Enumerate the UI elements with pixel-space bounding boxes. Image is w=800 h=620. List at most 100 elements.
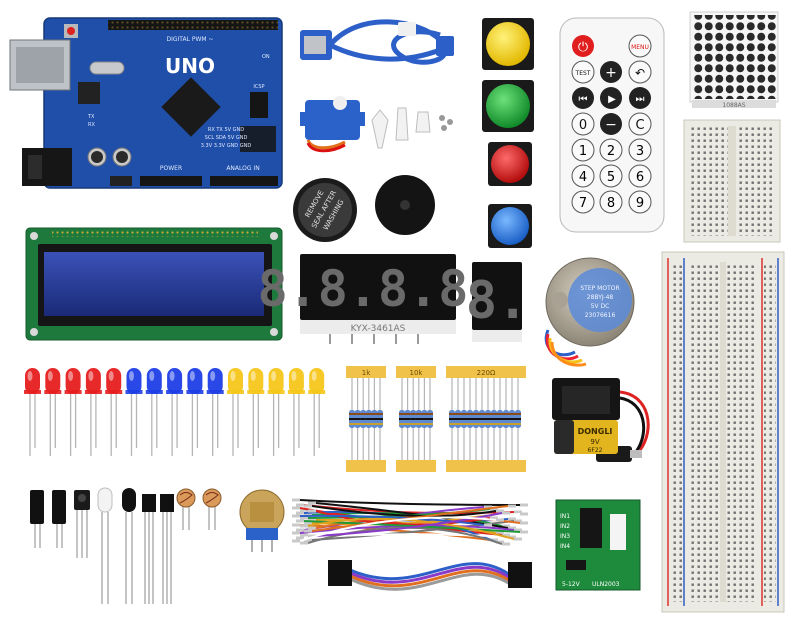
led: [105, 368, 123, 456]
driver-in2: IN2: [560, 523, 570, 530]
resistor: [491, 378, 497, 460]
battery-brand: DONGLI: [578, 427, 613, 436]
led: [287, 368, 305, 456]
remote-key-4: 4: [579, 170, 587, 185]
resistor-strip-1k: 1k: [346, 366, 386, 472]
resistor-tape-label-220: 220Ω: [477, 369, 496, 377]
photoresistors: [176, 488, 222, 530]
jumper-wire: [304, 504, 504, 517]
pin-row-1: RX TX 5V GND: [208, 127, 244, 133]
led-row: [24, 368, 326, 456]
resistor: [415, 378, 422, 460]
buzzer-with-sticker: REMOVE SEAL AFTER WASHING: [293, 178, 357, 242]
resistor: [421, 378, 428, 460]
resistor: [467, 378, 473, 460]
resistor: [354, 378, 361, 460]
remote-key-6: 6: [636, 170, 644, 185]
battery-type: 6F22: [588, 447, 603, 454]
led: [186, 368, 204, 456]
led: [247, 368, 265, 456]
temperature-sensors: [142, 494, 174, 604]
mini-breadboard: [683, 119, 781, 243]
driver-in4: IN4: [560, 543, 570, 550]
segment-4-part-number: KYX-3461AS: [351, 324, 406, 334]
seven-segment-4-digit: 8.8.8.8. KYX-3461AS: [258, 254, 499, 344]
nine-volt-battery: DONGLI 9V 6F22: [554, 420, 618, 454]
resistor: [410, 378, 417, 460]
atmega-chip: [161, 77, 221, 137]
ir-receiver: [74, 490, 90, 558]
ir-remote-control: ⏻ MENU TEST + ↶ ⏮ ▶ ⏭ 0 − C 1 2 3 4 5 6 …: [559, 17, 665, 233]
led: [44, 368, 62, 456]
resistor: [485, 378, 491, 460]
potentiometer: [239, 489, 285, 552]
remote-test-label: TEST: [575, 70, 591, 77]
remote-key-7: 7: [579, 196, 587, 211]
segment-4-digits: 8.8.8.8.: [258, 260, 499, 318]
seven-segment-1-digit: 8.: [466, 262, 529, 342]
on-label: ON: [262, 54, 270, 60]
resistor: [455, 378, 461, 460]
resistor: [515, 378, 521, 460]
remote-c-label: C: [635, 118, 644, 133]
led-dot-matrix: 1088AS: [689, 11, 779, 109]
remote-key-3: 3: [636, 144, 644, 159]
resistor: [377, 378, 383, 460]
remote-zero-label: 0: [579, 118, 587, 133]
driver-in3: IN3: [560, 533, 570, 540]
push-button-blue: [488, 204, 532, 248]
resistor: [427, 378, 433, 460]
resistor: [399, 378, 405, 460]
analog-header: [210, 176, 278, 186]
icsp-label: ICSP: [253, 84, 264, 90]
led: [267, 368, 285, 456]
segment-1-digit: 8.: [466, 271, 529, 331]
buzzer-plain: [375, 175, 435, 235]
resistor: [497, 378, 503, 460]
push-button-yellow: [482, 18, 534, 70]
motor-label-2: 28BYJ-48: [587, 294, 614, 301]
remote-key-5: 5: [607, 170, 615, 185]
led: [227, 368, 244, 456]
resistor: [509, 378, 515, 460]
motor-label-1: STEP MOTOR: [580, 285, 619, 292]
jumper-wire: [292, 516, 504, 543]
resistor: [404, 378, 411, 460]
remote-number-grid: 1 2 3 4 5 6 7 8 9: [571, 138, 652, 214]
push-button-red: [488, 142, 532, 186]
dupont-ribbon-wires: [328, 560, 532, 591]
plus-icon: +: [605, 65, 617, 81]
led: [166, 368, 184, 456]
analog-label: ANALOG IN: [226, 165, 259, 172]
uln2003-driver-board: IN1 IN2 IN3 IN4 5-12V ULN2003: [555, 499, 641, 591]
resistor: [371, 378, 378, 460]
jumper-wire: [296, 533, 516, 540]
jumper-wire-bundle: [292, 498, 528, 546]
jumper-wire: [292, 498, 528, 507]
jumper-wire: [292, 514, 492, 527]
large-breadboard: [661, 251, 785, 613]
arduino-uno-board: UNO DIGITAL PWM ~ POWER ANALOG IN RX TX …: [9, 17, 283, 189]
minus-icon: −: [605, 117, 617, 133]
stepper-motor: STEP MOTOR 28BYJ-48 5V DC 23076616: [544, 257, 635, 367]
remote-key-9: 9: [636, 196, 644, 211]
power-header: [140, 176, 202, 186]
resistor: [360, 378, 367, 460]
motor-label-3: 5V DC: [591, 303, 610, 310]
resistor-tape-label-1k: 1k: [362, 369, 371, 377]
power-label: POWER: [160, 165, 182, 172]
resistor: [473, 378, 479, 460]
led: [308, 368, 326, 456]
resistor-strip-10k: 10k: [396, 366, 436, 472]
resistor: [365, 378, 372, 460]
remote-key-1: 1: [579, 144, 587, 159]
pin-row-3: 3.3V 3.3V GND GND: [201, 143, 252, 149]
push-button-green: [482, 80, 534, 132]
micro-servo: [300, 96, 365, 153]
resistor: [449, 378, 455, 460]
driver-model-label: ULN2003: [592, 581, 620, 588]
board-model-label: UNO: [165, 54, 215, 78]
resistor: [461, 378, 467, 460]
remote-key-2: 2: [607, 144, 615, 159]
